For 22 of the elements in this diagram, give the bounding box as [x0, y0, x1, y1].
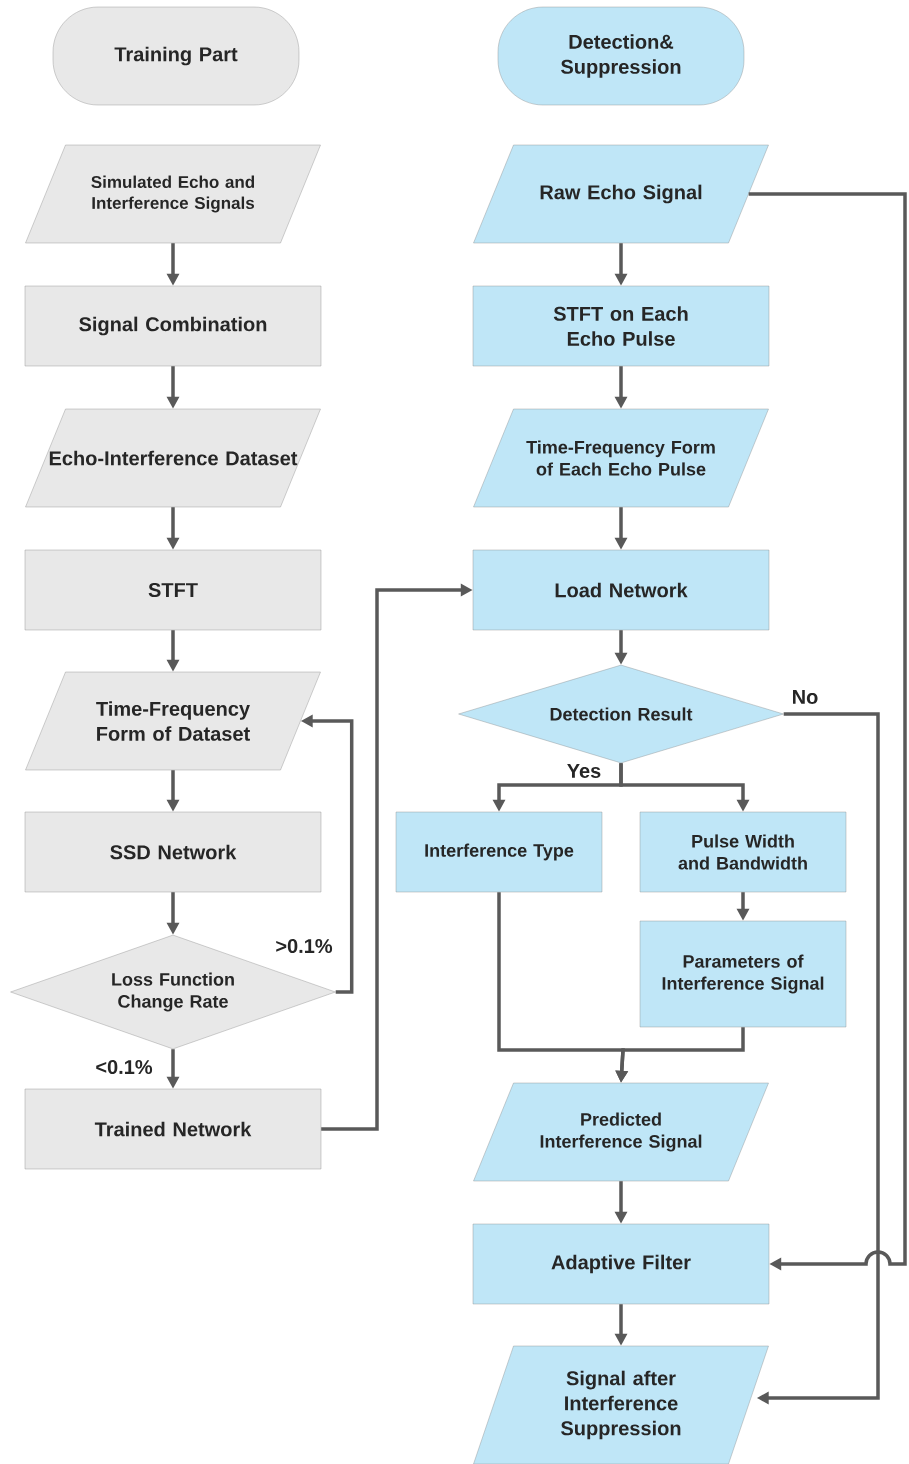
process-box: STFT on Each Echo Pulse: [472, 285, 770, 367]
data-parallelogram: Signal after Interference Suppression: [473, 1345, 769, 1464]
process-box: STFT: [24, 549, 322, 631]
edge-label: >0.1%: [274, 937, 334, 955]
data-parallelogram: Predicted Interference Signal: [473, 1082, 769, 1182]
process-box: Parameters of Interference Signal: [639, 920, 847, 1028]
data-parallelogram: Time-Frequency Form of Each Echo Pulse: [473, 408, 769, 508]
edge-label: <0.1%: [94, 1058, 154, 1076]
process-box: Interference Type: [395, 811, 603, 893]
data-parallelogram: Time-Frequency Form of Dataset: [25, 671, 321, 771]
data-parallelogram: Simulated Echo and Interference Signals: [25, 144, 321, 244]
process-box: Adaptive Filter: [472, 1223, 770, 1305]
arrow: [748, 192, 907, 1271]
edge-label: No: [790, 689, 820, 705]
data-parallelogram: Raw Echo Signal: [473, 144, 769, 244]
process-box: Trained Network: [24, 1088, 322, 1170]
process-box: Load Network: [472, 549, 770, 631]
process-box: Pulse Width and Bandwidth: [639, 811, 847, 893]
process-box: Signal Combination: [24, 285, 322, 367]
edge-label: Yes: [565, 763, 603, 779]
data-parallelogram: Echo-Interference Dataset: [25, 408, 321, 508]
process-box: SSD Network: [24, 811, 322, 893]
